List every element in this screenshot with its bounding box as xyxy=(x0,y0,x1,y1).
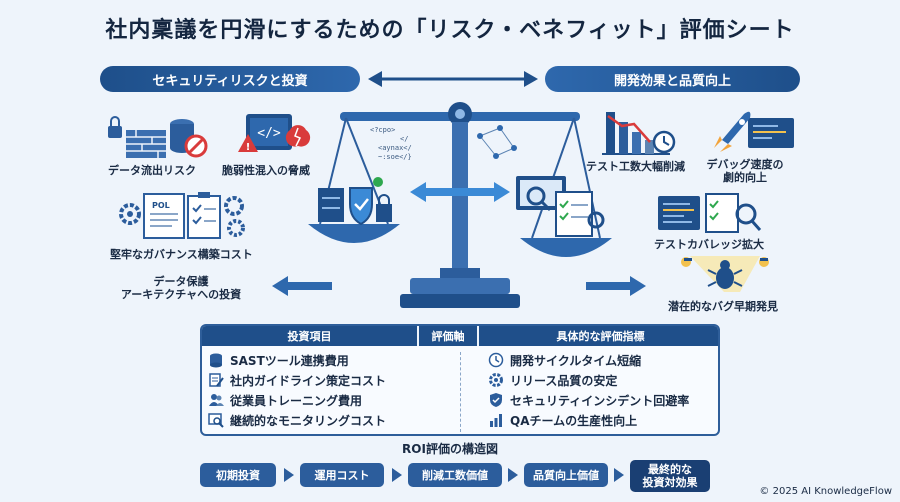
flow-arrow-icon xyxy=(614,468,624,482)
table-header xyxy=(202,326,718,346)
rocket-icon xyxy=(714,111,794,152)
security-risk-header: セキュリティリスクと投資 xyxy=(100,66,360,92)
investment-item: 従業員トレーニング費用 xyxy=(230,393,363,408)
flow-step-final-roi: 最終的な 投資対効果 xyxy=(630,460,710,492)
header-metrics: 具体的な評価指標 xyxy=(556,330,645,343)
vulnerability-icon: </> ! xyxy=(238,114,311,153)
monitor-search-icon xyxy=(208,413,224,428)
flow-step-labor-savings: 削減工数価値 xyxy=(408,463,502,487)
balance-scale xyxy=(308,102,612,308)
roi-title: ROI評価の構造図 xyxy=(402,442,498,456)
users-icon xyxy=(209,394,224,406)
code-line: <aynax</ xyxy=(378,144,412,152)
svg-text:!: ! xyxy=(246,142,251,153)
table-row: 開発サイクルタイム短縮 xyxy=(488,350,641,370)
table-divider xyxy=(460,352,461,432)
data-protection-line1: データ保護 xyxy=(153,275,209,288)
bug-detection-icon xyxy=(681,256,769,292)
page-title: 社内稟議を円滑にするための「リスク・ベネフィット」評価シート xyxy=(105,18,795,43)
double-arrow-icon xyxy=(368,71,538,87)
evaluation-table: 投資項目 評価軸 具体的な評価指標 SASTツール連携費用 社内ガイドライン策定… xyxy=(200,324,720,436)
table-row: 社内ガイドライン策定コスト xyxy=(208,370,386,390)
evaluation-metric: QAチームの生産性向上 xyxy=(510,413,638,428)
flow-arrow-icon xyxy=(284,468,294,482)
header-evaluation-axis: 評価軸 xyxy=(431,330,465,343)
flow-step-quality-value: 品質向上価値 xyxy=(524,463,608,487)
shield-icon xyxy=(490,393,502,407)
clock-icon xyxy=(488,352,504,368)
data-protection-line2: アーキテクチャへの投資 xyxy=(120,288,242,301)
code-line: <?cpo> xyxy=(370,126,396,134)
debug-speed-line2: 劇的向上 xyxy=(723,171,767,184)
flow-arrow-icon xyxy=(508,468,518,482)
header-investment-items: 投資項目 xyxy=(287,330,332,343)
data-leak-icon xyxy=(108,116,208,158)
table-row: リリース品質の安定 xyxy=(488,370,617,390)
evaluation-metric: 開発サイクルタイム短縮 xyxy=(510,353,642,368)
table-row: 従業員トレーニング費用 xyxy=(208,390,362,410)
code-line: </ xyxy=(400,135,409,143)
table-row: QAチームの生産性向上 xyxy=(488,410,637,430)
debug-speed-label: デバッグ速度の 劇的向上 xyxy=(700,158,790,184)
data-protection-label: データ保護 アーキテクチャへの投資 xyxy=(96,275,266,301)
gear-icon xyxy=(489,373,503,387)
bug-detection-label: 潜在的なバグ早期発見 xyxy=(668,300,778,313)
database-icon xyxy=(210,353,222,368)
bar-chart-icon xyxy=(490,414,502,427)
svg-text:</>: </> xyxy=(257,126,281,141)
header-divider xyxy=(417,326,419,346)
final-roi-line2: 投資対効果 xyxy=(642,476,698,489)
coverage-label: テストカバレッジ拡大 xyxy=(654,238,764,251)
coverage-icon xyxy=(658,193,762,233)
pol-document-text: POL xyxy=(152,201,170,210)
test-effort-chart-icon xyxy=(602,112,676,155)
investment-item: 社内ガイドライン策定コスト xyxy=(230,373,387,388)
document-edit-icon xyxy=(209,373,224,387)
right-arrow-icon xyxy=(586,276,646,296)
header-divider xyxy=(477,326,479,346)
debug-speed-line1: デバッグ速度の xyxy=(706,158,784,171)
investment-item: SASTツール連携費用 xyxy=(230,353,349,368)
evaluation-metric: セキュリティインシデント回避率 xyxy=(510,393,690,408)
code-snippet: <?cpo> </ <aynax</ ~:soe</} xyxy=(370,126,412,162)
final-roi-line1: 最終的な xyxy=(648,463,692,476)
governance-label: 堅牢なガバナンス構築コスト xyxy=(110,248,253,261)
governance-icon: POL xyxy=(119,192,245,239)
investment-item: 継続的なモニタリングコスト xyxy=(230,413,387,428)
vulnerability-label: 脆弱性混入の脅威 xyxy=(222,164,310,177)
dev-benefit-header: 開発効果と品質向上 xyxy=(545,66,800,92)
flow-step-initial-investment: 初期投資 xyxy=(200,463,276,487)
data-leak-label: データ流出リスク xyxy=(108,164,196,177)
evaluation-metric: リリース品質の安定 xyxy=(510,373,618,388)
copyright: © 2025 AI KnowledgeFlow xyxy=(759,486,892,497)
test-effort-label: テスト工数大幅削減 xyxy=(586,160,685,173)
left-arrow-icon xyxy=(272,276,332,296)
table-row: SASTツール連携費用 xyxy=(208,350,349,370)
flow-step-operating-cost: 運用コスト xyxy=(300,463,384,487)
table-row: 継続的なモニタリングコスト xyxy=(208,410,386,430)
code-line: ~:soe</} xyxy=(378,153,412,161)
table-row: セキュリティインシデント回避率 xyxy=(488,390,689,410)
flow-arrow-icon xyxy=(392,468,402,482)
